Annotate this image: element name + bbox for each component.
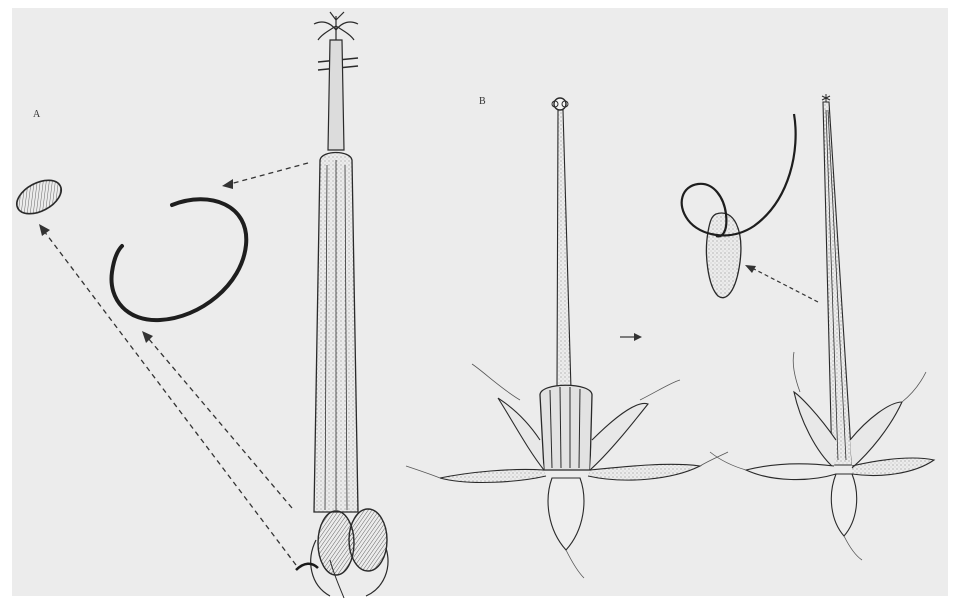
panel-label-a: A [33, 109, 40, 120]
panel-label-b: B [479, 96, 486, 107]
